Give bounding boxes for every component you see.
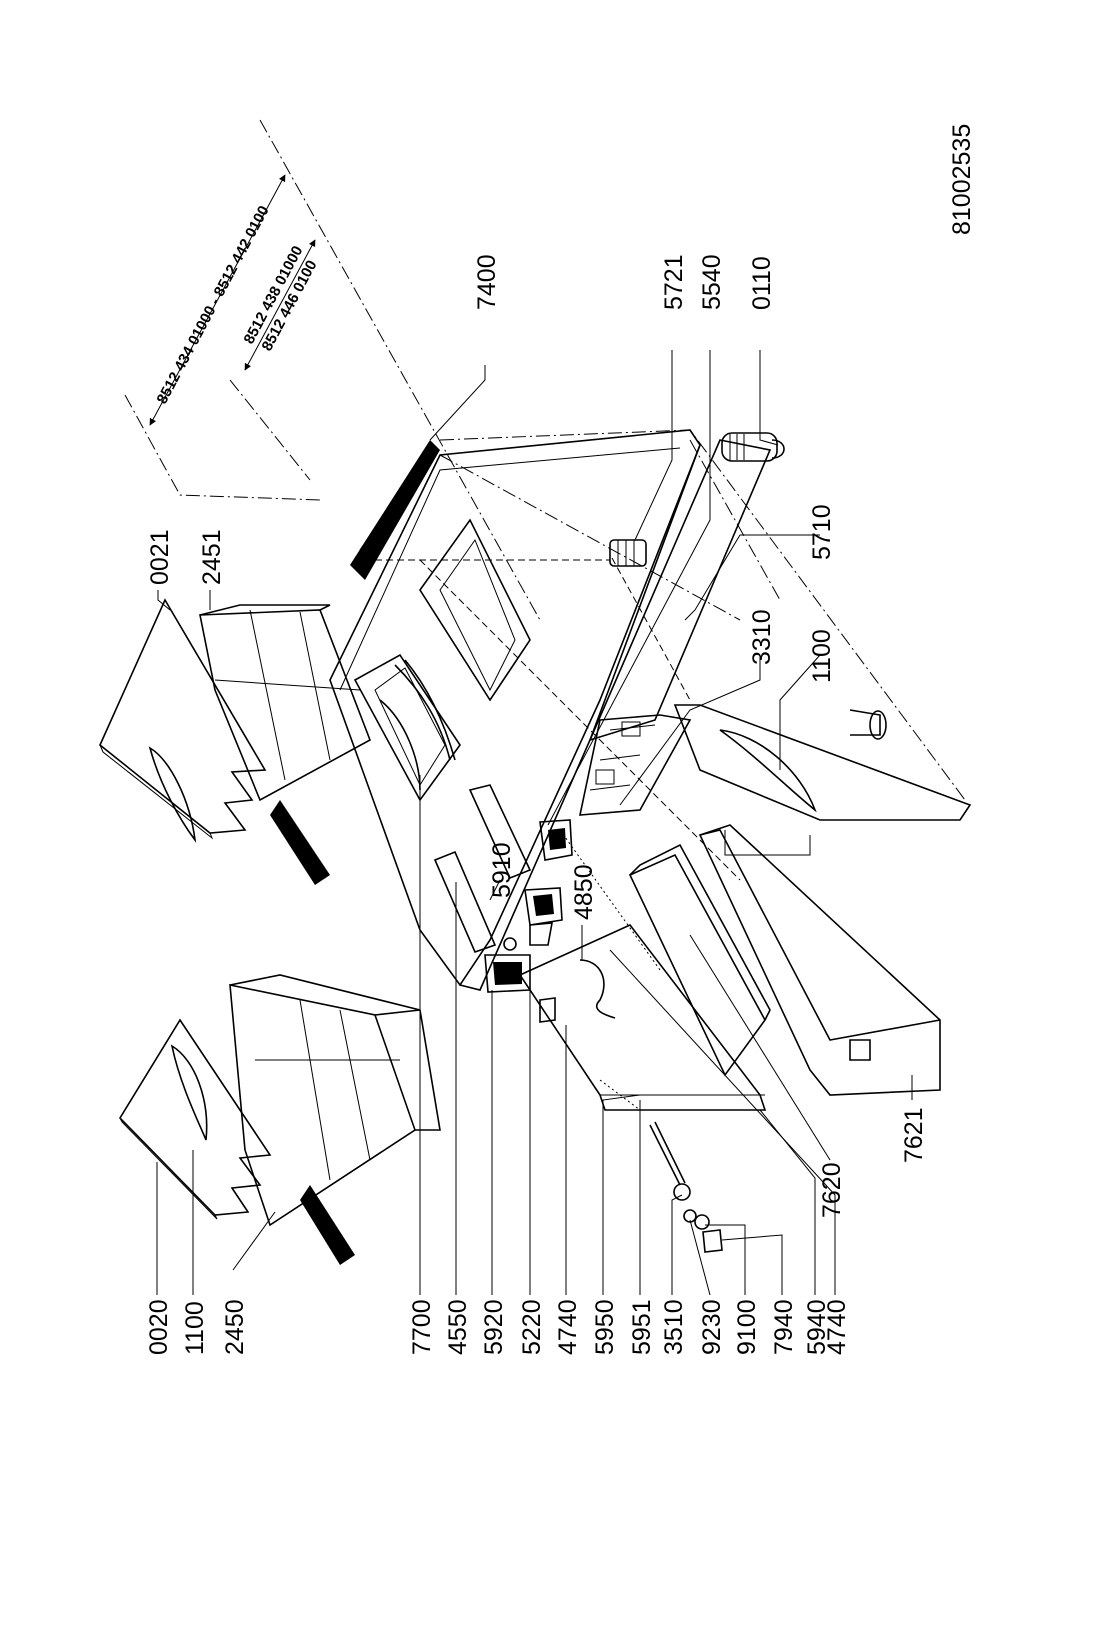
label-5951: 5951 bbox=[628, 1299, 656, 1355]
lid-left bbox=[118, 1018, 272, 1220]
fryer-body bbox=[329, 429, 772, 991]
label-4850: 4850 bbox=[570, 864, 598, 920]
label-2451: 2451 bbox=[198, 529, 226, 585]
knob bbox=[609, 539, 647, 567]
top-labels: 0021 2451 7400 5721 5540 0110 5710 3310 … bbox=[146, 254, 836, 920]
thermostat-middle bbox=[524, 887, 563, 926]
label-7400: 7400 bbox=[473, 254, 501, 310]
label-0021: 0021 bbox=[146, 529, 174, 585]
label-1100-right: 1100 bbox=[808, 629, 836, 683]
label-4550: 4550 bbox=[444, 1299, 472, 1355]
basket-right-handle bbox=[270, 800, 330, 885]
base-plate bbox=[518, 924, 767, 1111]
element-tube-upper bbox=[468, 784, 532, 880]
thermostat-upper bbox=[539, 819, 573, 861]
side-panel-right bbox=[673, 704, 972, 821]
dimension-outer: 8512 434 01000 - 8512 442 0100 bbox=[124, 119, 541, 621]
label-5910: 5910 bbox=[488, 842, 516, 898]
dimension-outer-label: 8512 434 01000 - 8512 442 0100 bbox=[154, 203, 273, 407]
label-5721: 5721 bbox=[660, 254, 688, 310]
label-4740-b: 4740 bbox=[823, 1299, 851, 1355]
label-7940: 7940 bbox=[770, 1299, 798, 1355]
drain-valve bbox=[673, 1183, 723, 1253]
control-panel bbox=[578, 714, 692, 816]
label-3310: 3310 bbox=[748, 609, 776, 665]
lid-right bbox=[99, 598, 267, 843]
control-strip bbox=[350, 440, 440, 580]
label-5220: 5220 bbox=[518, 1299, 546, 1355]
label-7621: 7621 bbox=[900, 1107, 928, 1163]
oil-tray bbox=[698, 824, 941, 1096]
label-9100: 9100 bbox=[733, 1299, 761, 1355]
label-2450: 2450 bbox=[221, 1299, 249, 1355]
label-4740-a: 4740 bbox=[554, 1299, 582, 1355]
drain-rod bbox=[649, 1121, 686, 1186]
label-5540: 5540 bbox=[698, 254, 726, 310]
label-1100-left: 1100 bbox=[181, 1301, 209, 1355]
label-5950: 5950 bbox=[591, 1299, 619, 1355]
label-0020: 0020 bbox=[145, 1299, 173, 1355]
label-0110: 0110 bbox=[748, 256, 776, 310]
dimension-inner: 8512 438 01000 8512 446 0100 bbox=[229, 239, 321, 481]
left-labels: 0020 1100 2450 7700 4550 5920 5220 4740 … bbox=[145, 1107, 928, 1355]
label-7700: 7700 bbox=[408, 1299, 436, 1355]
basket-left bbox=[229, 974, 441, 1265]
document-id: 81002535 bbox=[948, 124, 976, 235]
label-9230: 9230 bbox=[698, 1299, 726, 1355]
filter-cylinder bbox=[721, 432, 785, 462]
label-7620: 7620 bbox=[818, 1162, 846, 1218]
element-tube-lower bbox=[433, 850, 497, 954]
label-3510: 3510 bbox=[660, 1299, 688, 1355]
label-5940: 5940 bbox=[803, 1299, 831, 1355]
leader-lines bbox=[156, 350, 966, 1296]
label-5710: 5710 bbox=[808, 504, 836, 560]
fittings bbox=[529, 922, 616, 1023]
label-5920: 5920 bbox=[480, 1299, 508, 1355]
basket-right bbox=[199, 604, 371, 885]
basket-left-handle bbox=[300, 1185, 355, 1265]
perforated-filter bbox=[628, 843, 771, 1077]
